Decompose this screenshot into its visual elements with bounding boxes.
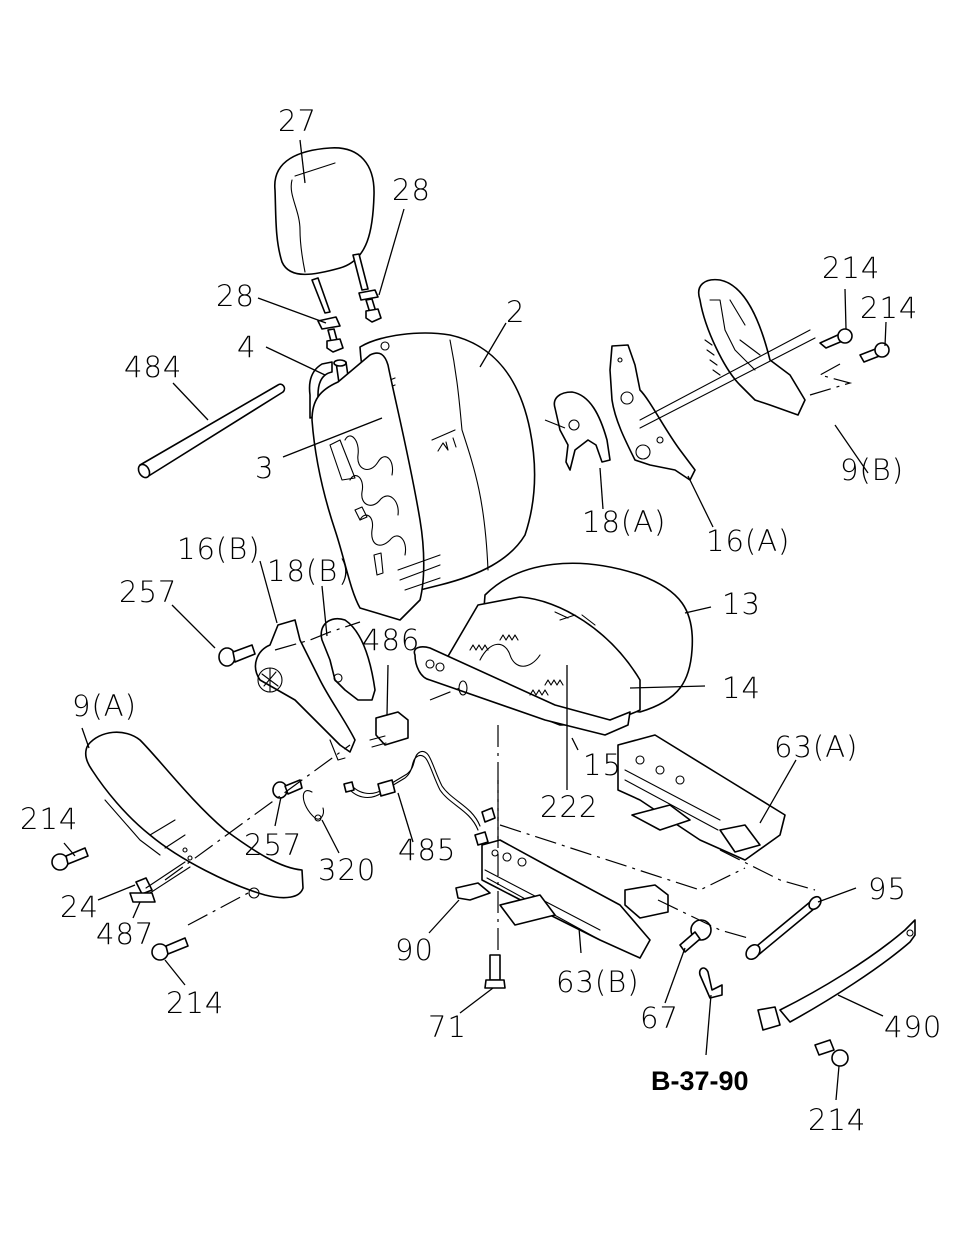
callout-63a: 63(A) bbox=[774, 730, 858, 764]
callout-9a: 9(A) bbox=[72, 689, 137, 723]
rod[interactable] bbox=[136, 383, 286, 479]
callout-labels: 27 28 28 2 4 484 3 214 214 9(B) 18(A) 16… bbox=[20, 104, 942, 1137]
leader-lines bbox=[63, 139, 887, 1101]
recliner-cover-left[interactable] bbox=[320, 618, 376, 701]
seat-track-a[interactable] bbox=[617, 734, 786, 861]
callout-487: 487 bbox=[96, 917, 154, 951]
bolt-71[interactable] bbox=[484, 954, 506, 989]
callout-24: 24 bbox=[60, 890, 99, 924]
callout-214-d: 214 bbox=[808, 1103, 866, 1137]
ref-part[interactable] bbox=[698, 967, 723, 999]
callout-13: 13 bbox=[722, 587, 761, 621]
callout-16a: 16(A) bbox=[706, 524, 790, 558]
wire-harness[interactable] bbox=[343, 750, 496, 846]
cap[interactable] bbox=[455, 882, 491, 901]
assembly-guide-lines bbox=[164, 363, 853, 955]
callout-490: 490 bbox=[884, 1010, 942, 1044]
callout-214-a: 214 bbox=[822, 251, 880, 285]
callout-2: 2 bbox=[506, 295, 525, 329]
callout-3: 3 bbox=[255, 451, 274, 485]
screw-214-a[interactable] bbox=[819, 328, 853, 349]
callout-214-c: 214 bbox=[20, 802, 78, 836]
callout-485: 485 bbox=[398, 833, 456, 867]
callout-484: 484 bbox=[124, 350, 182, 384]
screw-214-c[interactable] bbox=[51, 847, 89, 871]
callout-320: 320 bbox=[318, 853, 376, 887]
callout-257-b: 257 bbox=[244, 828, 302, 862]
bracket[interactable] bbox=[135, 847, 193, 895]
bolt-67[interactable] bbox=[679, 919, 712, 953]
shaft[interactable] bbox=[743, 894, 823, 962]
reference-code[interactable]: B-37-90 bbox=[651, 1066, 749, 1096]
callout-18a: 18(A) bbox=[582, 505, 666, 539]
callout-15: 15 bbox=[583, 748, 622, 782]
headrest-guide-left[interactable] bbox=[317, 316, 344, 353]
callout-14: 14 bbox=[722, 671, 761, 705]
recliner-shaft bbox=[639, 329, 816, 429]
callout-28-right: 28 bbox=[392, 173, 431, 207]
callout-90: 90 bbox=[395, 933, 434, 967]
recliner-cover-outer[interactable] bbox=[698, 278, 806, 416]
springs[interactable] bbox=[469, 634, 564, 696]
callout-4: 4 bbox=[237, 330, 256, 364]
callout-222: 222 bbox=[540, 790, 598, 824]
callout-16b: 16(B) bbox=[177, 532, 261, 566]
callout-67: 67 bbox=[640, 1001, 679, 1035]
screw-214-e[interactable] bbox=[814, 1039, 849, 1067]
headrest[interactable] bbox=[274, 147, 375, 314]
recliner-cover-right[interactable] bbox=[553, 391, 611, 471]
callout-28-left: 28 bbox=[216, 279, 255, 313]
recliner-left[interactable] bbox=[254, 619, 356, 761]
callout-214-e: 214 bbox=[166, 986, 224, 1020]
callout-63b: 63(B) bbox=[556, 965, 640, 999]
clip[interactable] bbox=[302, 790, 324, 822]
trim-cover[interactable] bbox=[757, 919, 916, 1031]
callout-9b: 9(B) bbox=[840, 453, 904, 487]
bolt-257-a[interactable] bbox=[218, 644, 256, 667]
side-cover[interactable] bbox=[84, 731, 304, 899]
seatback-pad[interactable] bbox=[311, 352, 441, 621]
callout-95: 95 bbox=[868, 872, 907, 906]
screw-214-b[interactable] bbox=[859, 342, 890, 363]
callout-486: 486 bbox=[362, 623, 420, 657]
callout-18b: 18(B) bbox=[267, 554, 351, 588]
switch[interactable] bbox=[369, 711, 409, 748]
callout-257-a: 257 bbox=[119, 575, 177, 609]
cushion-frame[interactable] bbox=[413, 646, 631, 736]
callout-71: 71 bbox=[428, 1010, 467, 1044]
screw-214-d[interactable] bbox=[151, 937, 189, 961]
seat-track-b[interactable] bbox=[481, 839, 669, 959]
recliner-right[interactable] bbox=[609, 344, 696, 481]
headrest-guide-right[interactable] bbox=[358, 289, 382, 323]
callout-27: 27 bbox=[278, 104, 317, 138]
holder[interactable] bbox=[129, 892, 156, 903]
callout-214-b: 214 bbox=[860, 291, 918, 325]
